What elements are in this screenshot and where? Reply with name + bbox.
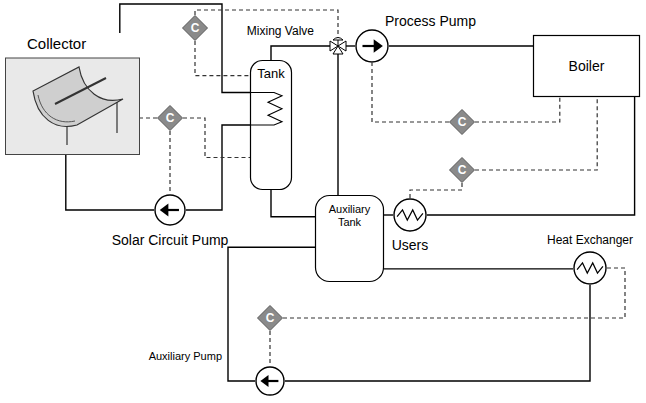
pipe-line (271, 190, 315, 217)
tank-outline (316, 196, 384, 282)
pump-casing (356, 30, 388, 62)
controller-diamond: C (449, 157, 475, 183)
users-heat-exchanger: Users (393, 198, 427, 232)
pipe-line (384, 214, 393, 215)
solar-circuit-pump: Solar Circuit Pump (154, 194, 186, 226)
pump-right-symbol (355, 29, 389, 63)
pipe-line (384, 268, 573, 269)
valve-symbol (330, 38, 346, 54)
tank-coil (250, 93, 282, 126)
pipe-line (271, 46, 330, 60)
pump-arrow-head (160, 204, 169, 217)
component-label: Heat Exchanger (547, 233, 633, 247)
heat-exchanger: Heat Exchanger (573, 251, 607, 285)
pipe-line (337, 54, 338, 195)
boiler-box: Boiler (533, 35, 640, 97)
pump-arrow-head (374, 39, 383, 53)
exchanger-coil (577, 263, 603, 273)
controller-diamond: C (157, 105, 183, 131)
control-signal-line (475, 97, 597, 170)
control-signal-line (195, 41, 250, 76)
component-label: Users (392, 237, 429, 254)
controller-diamond: C (257, 305, 283, 331)
valve-body (333, 46, 343, 54)
mixing-valve: Mixing Valve (330, 38, 346, 54)
exchanger-casing (394, 199, 426, 231)
pipe-line (389, 45, 533, 46)
trough-edge (38, 95, 75, 122)
component-label: Collector (27, 35, 86, 53)
control-signal-line (195, 10, 338, 38)
storage-tank: Tank (250, 60, 292, 190)
pump-left-symbol (255, 366, 285, 396)
pipe-line (427, 97, 635, 215)
controller-diamond: C (182, 15, 208, 41)
component-label: Auxiliary Tank (319, 203, 380, 229)
component-label: Boiler (569, 58, 605, 75)
controller-shape (450, 110, 475, 135)
pipe-line (66, 155, 154, 210)
parabolic-trough (33, 67, 123, 126)
component-label: Auxiliary Pump (149, 350, 222, 363)
controller-shape (258, 306, 283, 331)
hx-symbol (573, 251, 607, 285)
pipe-line (285, 285, 590, 381)
component-label: Tank (257, 66, 284, 82)
control-signal-line (269, 331, 270, 366)
auxiliary-pump: Auxiliary Pump (255, 366, 285, 396)
valve-actuator (333, 38, 343, 47)
control-signal-line (140, 117, 157, 118)
pipe-line (346, 45, 355, 46)
hx-symbol (393, 198, 427, 232)
auxiliary-tank: Auxiliary Tank (315, 195, 384, 282)
controller-shape (158, 106, 183, 131)
pipe-line (228, 247, 315, 381)
pump-left-symbol (154, 194, 186, 226)
boiler-outline (534, 36, 640, 97)
controller-label: C (191, 21, 200, 35)
trough-legs (67, 102, 117, 145)
component-label: Process Pump (385, 13, 476, 30)
pump-casing (155, 195, 185, 225)
controller-label: C (266, 311, 275, 325)
collector-panel (6, 58, 140, 155)
exchanger-coil (397, 210, 423, 220)
pipe-line (186, 125, 250, 210)
controller-label: C (166, 111, 175, 125)
pump-arrow (167, 209, 179, 211)
pump-arrow (267, 380, 278, 382)
pump-casing (256, 367, 284, 395)
pump-arrow-head (260, 375, 268, 387)
controller-diamond: C (449, 109, 475, 135)
exchanger-casing (574, 252, 606, 284)
control-signal-line (410, 183, 462, 198)
controller-label: C (458, 115, 467, 129)
receiver-tube (55, 78, 106, 104)
pump-arrow (362, 45, 375, 47)
controller-label: C (458, 163, 467, 177)
control-signal-line (169, 131, 170, 194)
control-signal-line (183, 118, 250, 158)
collector-box: Collector (5, 33, 140, 155)
controller-shape (450, 158, 475, 183)
component-label: Mixing Valve (247, 24, 314, 38)
control-signal-line (475, 97, 560, 122)
component-label: Solar Circuit Pump (112, 232, 229, 249)
controller-shape (183, 16, 208, 41)
control-signal-line (372, 63, 449, 122)
process-pump: Process Pump (355, 29, 389, 63)
tank-outline (251, 61, 292, 190)
